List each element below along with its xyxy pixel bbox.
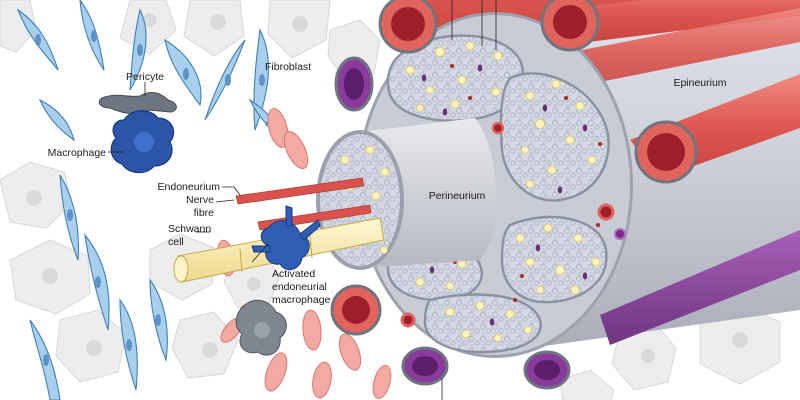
blood-vessel-icon bbox=[330, 0, 698, 390]
activated-macrophage-label-line2: endoneurial bbox=[272, 281, 327, 293]
pericyte-label: Pericyte bbox=[126, 71, 164, 83]
text-labels: Pericyte Fibroblast Macrophage Endoneuri… bbox=[48, 61, 727, 306]
endoneurium-label: Endoneurium bbox=[158, 181, 221, 193]
activated-macrophage-label-line1: Activated bbox=[272, 268, 315, 280]
fibroblast-nuclei bbox=[35, 30, 275, 366]
schwann-cell-label-line1: Schwann bbox=[168, 223, 211, 235]
macrophage-icon bbox=[110, 110, 175, 174]
pericyte-icon bbox=[98, 92, 177, 115]
schwann-cell-label-line2: cell bbox=[168, 236, 184, 248]
nerve-fibre-label-line2: fibre bbox=[194, 207, 215, 219]
activated-macrophage-label-line3: macrophage bbox=[272, 294, 331, 306]
nerve-fibre-label-line1: Nerve bbox=[186, 194, 214, 206]
macrophage-label: Macrophage bbox=[48, 147, 107, 159]
leader-lines bbox=[108, 0, 497, 400]
epineurium-label: Epineurium bbox=[673, 77, 726, 89]
cell-nuclei-purple bbox=[421, 64, 588, 326]
perineurium-label: Perineurium bbox=[429, 190, 486, 202]
fibroblast-label: Fibroblast bbox=[265, 61, 311, 73]
activated-macrophage-icon bbox=[251, 205, 321, 271]
gray-macrophage-icon bbox=[235, 299, 287, 356]
